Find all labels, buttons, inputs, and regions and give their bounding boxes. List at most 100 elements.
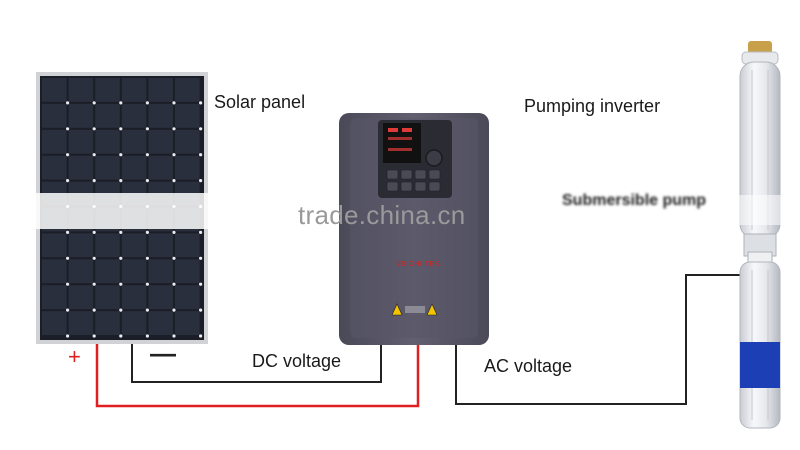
solar-cell: [42, 129, 67, 154]
cell-junction-dot: [119, 230, 123, 234]
cell-junction-dot: [66, 308, 70, 312]
cell-junction-dot: [119, 127, 123, 131]
solar-cell: [42, 311, 67, 335]
solar-cell: [95, 311, 120, 335]
submersible-pump: [544, 41, 784, 429]
positive-terminal-label: +: [68, 344, 81, 369]
cell-junction-dot: [66, 179, 70, 183]
cell-junction-dot: [145, 179, 149, 183]
cell-junction-dot: [172, 230, 176, 234]
cell-junction-dot: [199, 127, 203, 131]
cell-junction-dot: [66, 153, 70, 157]
inverter-keypad: [386, 169, 441, 192]
keypad-button: [400, 181, 413, 192]
cell-junction-dot: [66, 101, 70, 105]
keypad-button: [414, 181, 427, 192]
cell-junction-dot: [119, 282, 123, 286]
solar-cell: [121, 311, 147, 335]
solar-cell: [175, 233, 200, 258]
solar-cell: [95, 233, 120, 258]
solar-cell: [95, 155, 120, 180]
cell-junction-dot: [145, 334, 149, 338]
solar-cell: [68, 259, 94, 284]
solar-cell: [175, 103, 200, 128]
solar-panel: [30, 72, 220, 344]
solar-cell: [121, 259, 147, 284]
cell-junction-dot: [145, 308, 149, 312]
solar-cell: [95, 103, 120, 128]
cell-junction-dot: [66, 127, 70, 131]
cell-junction-dot: [119, 179, 123, 183]
cell-junction-dot: [172, 101, 176, 105]
solar-cell: [121, 285, 147, 310]
cell-junction-dot: [172, 179, 176, 183]
cell-junction-dot: [199, 101, 203, 105]
keypad-button: [386, 169, 399, 180]
cell-junction-dot: [199, 179, 203, 183]
pump-band: [740, 342, 780, 388]
cell-junction-dot: [172, 282, 176, 286]
keypad-button: [428, 169, 441, 180]
keypad-button: [428, 181, 441, 192]
cell-junction-dot: [172, 256, 176, 260]
cell-junction-dot: [172, 127, 176, 131]
solar-cell: [148, 285, 173, 310]
cell-junction-dot: [92, 256, 96, 260]
solar-cell: [42, 285, 67, 310]
keypad-button: [386, 181, 399, 192]
solar-cell: [175, 129, 200, 154]
cell-junction-dot: [92, 127, 96, 131]
cell-junction-dot: [119, 308, 123, 312]
cell-junction-dot: [172, 308, 176, 312]
ac-voltage-label: AC voltage: [484, 356, 573, 376]
cell-junction-dot: [92, 230, 96, 234]
solar-cell: [68, 155, 94, 180]
cell-junction-dot: [66, 256, 70, 260]
solar-cell: [42, 103, 67, 128]
solar-cell: [95, 78, 120, 102]
keypad-button: [400, 169, 413, 180]
cell-junction-dot: [66, 230, 70, 234]
solar-cell: [148, 78, 173, 102]
cell-junction-dot: [66, 334, 70, 338]
solar-cell: [68, 129, 94, 154]
cell-junction-dot: [92, 282, 96, 286]
cell-junction-dot: [92, 101, 96, 105]
keypad-button: [414, 169, 427, 180]
cell-junction-dot: [66, 282, 70, 286]
cell-junction-dot: [119, 153, 123, 157]
solar-cell: [95, 259, 120, 284]
cell-junction-dot: [199, 153, 203, 157]
solar-cell: [95, 129, 120, 154]
solar-cell: [42, 155, 67, 180]
dc-negative-wire: [131, 344, 382, 383]
dc-positive-wire: [95, 344, 420, 408]
cell-junction-dot: [119, 256, 123, 260]
solar-cell: [148, 129, 173, 154]
solar-cell: [175, 155, 200, 180]
solar-cell: [68, 103, 94, 128]
cell-junction-dot: [92, 334, 96, 338]
solar-cell: [121, 78, 147, 102]
cell-junction-dot: [119, 101, 123, 105]
cell-junction-dot: [92, 153, 96, 157]
cell-junction-dot: [145, 230, 149, 234]
cell-junction-dot: [145, 153, 149, 157]
solar-cell: [68, 233, 94, 258]
cell-junction-dot: [199, 308, 203, 312]
cell-junction-dot: [92, 179, 96, 183]
solar-cell: [68, 78, 94, 102]
cell-junction-dot: [199, 256, 203, 260]
solar-cell: [175, 259, 200, 284]
watermark: trade.china.cn: [298, 200, 466, 230]
cell-junction-dot: [145, 101, 149, 105]
cell-junction-dot: [199, 230, 203, 234]
cell-junction-dot: [199, 282, 203, 286]
solar-cell: [121, 233, 147, 258]
solar-cell: [175, 311, 200, 335]
negative-terminal-label: —: [150, 338, 176, 368]
cell-junction-dot: [92, 308, 96, 312]
warning-icon: [391, 303, 438, 316]
cell-junction-dot: [199, 334, 203, 338]
solar-cell: [68, 285, 94, 310]
